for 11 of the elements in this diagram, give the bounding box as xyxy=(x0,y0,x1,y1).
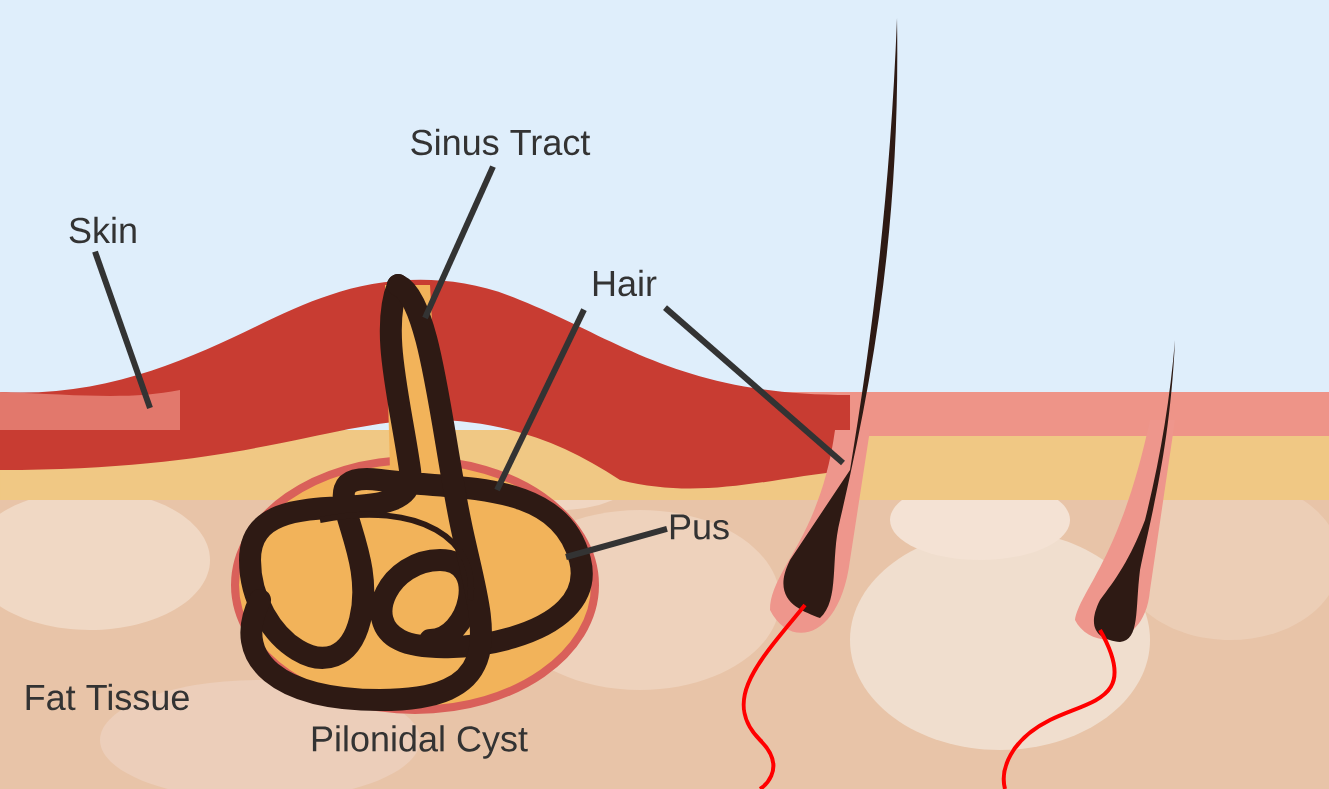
part-label: Hair xyxy=(593,269,657,297)
part-label: Skin xyxy=(69,216,136,244)
part-label: Pilonidal Cyst xyxy=(312,725,528,759)
leader-line xyxy=(92,250,153,409)
part-label: Sinus Tract xyxy=(411,128,591,156)
part-label: Pus xyxy=(670,514,729,540)
leader-line xyxy=(663,305,845,466)
leader-line xyxy=(422,165,496,320)
leader-line xyxy=(565,526,668,560)
leader-line xyxy=(494,308,587,492)
part-label: Fat Tissue xyxy=(26,683,189,711)
